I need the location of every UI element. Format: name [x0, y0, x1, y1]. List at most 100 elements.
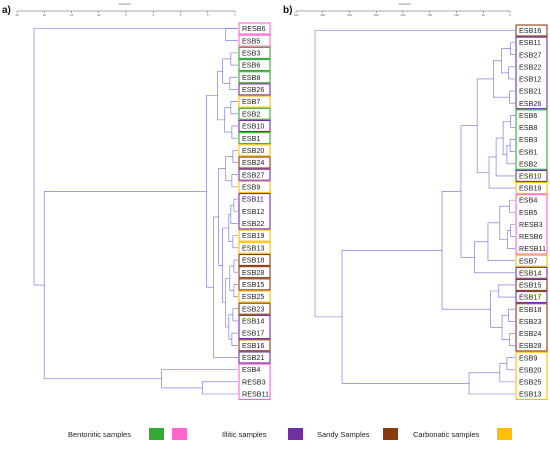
panel-a-group-frame	[238, 156, 271, 169]
panel-b-dendrogram-link	[460, 125, 478, 258]
panel-a-group-frame	[238, 132, 271, 145]
panel-a-leaf-label: ESB6	[242, 61, 260, 70]
panel-a-axis-tick-label: 5	[125, 13, 127, 17]
panel-a-leaf-label: ESB15	[242, 280, 264, 289]
panel-b-dendrogram-link	[510, 224, 515, 237]
panel-b-dendrogram-link	[490, 290, 503, 328]
panel-b-dendrogram-link	[510, 42, 515, 56]
panel-b-dendrogram-link	[509, 139, 515, 152]
panel-a-group-frame	[238, 266, 271, 279]
panel-b-label: b)	[283, 5, 292, 16]
panel-b-leaf-label: ESB4	[519, 196, 537, 205]
panel-a-group-frame	[238, 168, 271, 181]
panel-a-group-frame	[238, 302, 271, 315]
panel-a-leaf-label: ESB25	[242, 292, 264, 301]
panel-a-leaf-label: ESB2	[242, 109, 260, 118]
panel-b-leaf-label: ESB18	[519, 305, 541, 314]
panel-b-leaf-label: ESB14	[519, 268, 541, 277]
panel-b-leaf-label: ESB9	[519, 353, 537, 362]
panel-a-leaf-label: ESB12	[242, 207, 264, 216]
panel-b-dendrogram-link	[498, 284, 515, 298]
panel-a-dendrogram-link	[233, 198, 238, 212]
panel-a-dendrogram-link	[231, 174, 238, 188]
panel-b-leaf-label: ESB19	[519, 184, 541, 193]
panel-a-group-frame	[238, 59, 271, 72]
panel-a-leaf-label: ESB4	[242, 365, 260, 374]
panel-b-leaf-label: ESB6	[519, 111, 537, 120]
panel-b-dendrogram-link	[341, 250, 470, 384]
panel-a-axis-tick-label: 15	[70, 13, 74, 17]
panel-b-dendrogram-link	[509, 333, 515, 346]
panel-b-dendrogram-link	[509, 199, 515, 213]
panel-b-axis-tick-label: 50	[482, 13, 486, 17]
legend-swatch-bentonitic-pink	[172, 428, 187, 440]
panel-a-group-frame	[238, 107, 271, 120]
panel-a-leaf-label: ESB19	[242, 231, 264, 240]
panel-b-group-frame	[515, 291, 548, 304]
legend-label-carbonatic: Carbonatic samples	[413, 430, 480, 439]
panel-a-group-frame	[238, 119, 271, 133]
panel-a-dendrogram-link	[225, 277, 230, 328]
panel-b-leaf-label: ESB11	[519, 38, 541, 47]
panel-a-leaf-label: ESB9	[242, 182, 260, 191]
panel-b-axis-tick-label: 400	[294, 13, 299, 17]
panel-b-leaf-label: ESB12	[519, 75, 541, 84]
panel-a-group-frame	[238, 351, 271, 364]
panel-b-dendrogram-link	[495, 137, 515, 177]
panel-b-axis-tick-label: 300	[347, 13, 352, 17]
panel-a-group-frame	[238, 180, 271, 193]
panel-a-dendrogram-link	[229, 265, 234, 291]
panel-a-dendrogram-link	[233, 284, 238, 297]
panel-a-leaf-label: ESB17	[242, 329, 264, 338]
panel-a-group-frame	[238, 22, 271, 35]
panel-b-axis-title: Distance	[399, 2, 411, 6]
panel-b-leaf-label: ESB3	[519, 135, 537, 144]
panel-a-leaf-label: ESB5	[242, 36, 260, 45]
panel-a-axis-tick-label: 20	[43, 13, 47, 17]
panel-b-group-frame	[515, 109, 548, 170]
panel-a-leaf-label: ESB11	[242, 195, 264, 204]
panel-b-dendrogram-link	[499, 205, 510, 240]
panel-a-group-frame	[238, 314, 271, 340]
panel-b-group-frame	[515, 351, 548, 401]
panel-b-group-frame	[515, 254, 548, 267]
panel-a-dendrogram-link	[202, 381, 238, 395]
panel-a-group-frame	[238, 253, 271, 267]
panel-a-leaf-label: ESB21	[242, 353, 264, 362]
panel-a-leaf-label: RESB11	[242, 390, 269, 399]
panel-a-group-frame	[238, 144, 271, 157]
panel-a-leaf-label: ESB16	[242, 341, 264, 350]
panel-a-leaf-label: ESB26	[242, 85, 264, 94]
panel-a-dendrogram-link	[230, 101, 238, 115]
panel-a-axis-tick-label: 25	[15, 13, 19, 17]
panel-a-dendrogram-link	[217, 70, 225, 121]
panel-a-axis-tick-label: 1	[234, 13, 236, 17]
panel-b-leaf-label: ESB26	[519, 99, 541, 108]
panel-a-dendrogram-link	[33, 28, 238, 286]
panel-a-group-frame	[238, 290, 271, 303]
panel-a-axis-tick-label: 5	[207, 13, 209, 17]
panel-b-dendrogram-link	[506, 357, 515, 371]
legend-swatch-sandy	[383, 428, 398, 440]
panel-b-dendrogram-link	[508, 308, 515, 322]
panel-b-leaf-label: ESB16	[519, 26, 541, 35]
panel-b-group-frame	[515, 194, 548, 255]
panel-b-dendrogram-link	[507, 230, 515, 249]
panel-b-leaf-label: ESB8	[519, 123, 537, 132]
panel-b-group-frame	[515, 36, 548, 110]
legend-swatch-illitic	[288, 428, 303, 440]
legend-label-sandy: Sandy Samples	[317, 430, 370, 439]
panel-b-dendrogram-link	[314, 30, 515, 318]
panel-b-leaf-label: ESB24	[519, 329, 541, 338]
panel-b-dendrogram-link	[508, 66, 515, 80]
panel-b-group-frame	[515, 169, 548, 182]
panel-a-group-frame	[238, 363, 271, 401]
panel-b-dendrogram-link	[501, 48, 511, 74]
panel-a-leaf-label: ESB23	[242, 304, 264, 313]
panel-b-leaf-label: ESB27	[519, 50, 541, 59]
panel-b-dendrogram-link	[499, 363, 515, 383]
panel-b-group-frame	[515, 303, 548, 352]
panel-b-leaf-label: ESB20	[519, 365, 541, 374]
